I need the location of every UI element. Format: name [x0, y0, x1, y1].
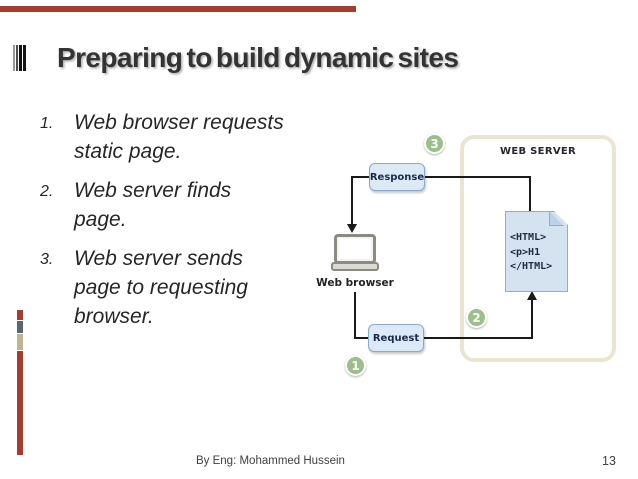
html-document-code: <HTML> <p>H1 </HTML> — [510, 231, 566, 275]
step-text: Web server finds page. — [74, 176, 231, 234]
laptop-base — [331, 262, 379, 271]
list-item: 2. Web server finds page. — [40, 176, 320, 234]
page-number: 13 — [602, 454, 616, 468]
steps-list: 1. Web browser requests static page. 2. … — [40, 108, 320, 341]
code-line: </HTML> — [510, 261, 553, 272]
step-number: 3. — [40, 251, 54, 268]
step-line: Web server sends — [74, 247, 243, 270]
request-line-horizontal — [354, 337, 533, 339]
arrow-down-icon — [347, 224, 357, 233]
step-line: page to requesting — [74, 276, 248, 299]
request-box: Request — [368, 324, 424, 352]
step-line: browser. — [74, 305, 154, 328]
response-box: Response — [369, 163, 425, 191]
step-text: Web browser requests static page. — [74, 108, 284, 166]
left-strip-red-top — [17, 310, 23, 320]
request-line-to-document — [531, 299, 533, 339]
left-strip-tan — [17, 334, 23, 350]
step-line: Web browser requests — [74, 111, 284, 134]
left-strip-red-bottom — [17, 351, 23, 455]
step-badge-1: 1 — [345, 355, 366, 376]
web-server-panel — [460, 135, 616, 362]
footer-author: By Eng: Mohammed Hussein — [196, 455, 345, 467]
barcode-title-icon — [13, 45, 26, 71]
step-badge-2: 2 — [466, 307, 487, 328]
laptop-screen — [339, 239, 371, 259]
arrow-up-icon — [527, 291, 537, 300]
step-number: 1. — [40, 115, 54, 132]
step-line: Web server finds — [74, 179, 232, 202]
code-line: <p>H1 — [510, 246, 541, 258]
list-item: 1. Web browser requests static page. — [40, 108, 320, 166]
top-accent-bar — [0, 6, 356, 12]
web-browser-label: Web browser — [316, 277, 394, 289]
list-item: 3. Web server sends page to requesting b… — [40, 244, 320, 331]
response-line-to-browser — [351, 176, 353, 225]
step-text: Web server sends page to requesting brow… — [74, 244, 248, 331]
step-line: static page. — [74, 140, 182, 163]
step-line: page. — [74, 208, 127, 231]
step-badge-3: 3 — [424, 133, 445, 154]
web-server-label: WEB SERVER — [500, 146, 576, 157]
slide-title: Preparing to build dynamic sites — [57, 42, 459, 73]
code-line: <HTML> — [510, 232, 547, 243]
step-number: 2. — [40, 183, 54, 200]
response-line-horizontal — [351, 176, 531, 178]
response-line-from-server — [529, 176, 531, 212]
left-strip-gray — [17, 321, 23, 333]
request-line-from-browser — [354, 292, 356, 339]
